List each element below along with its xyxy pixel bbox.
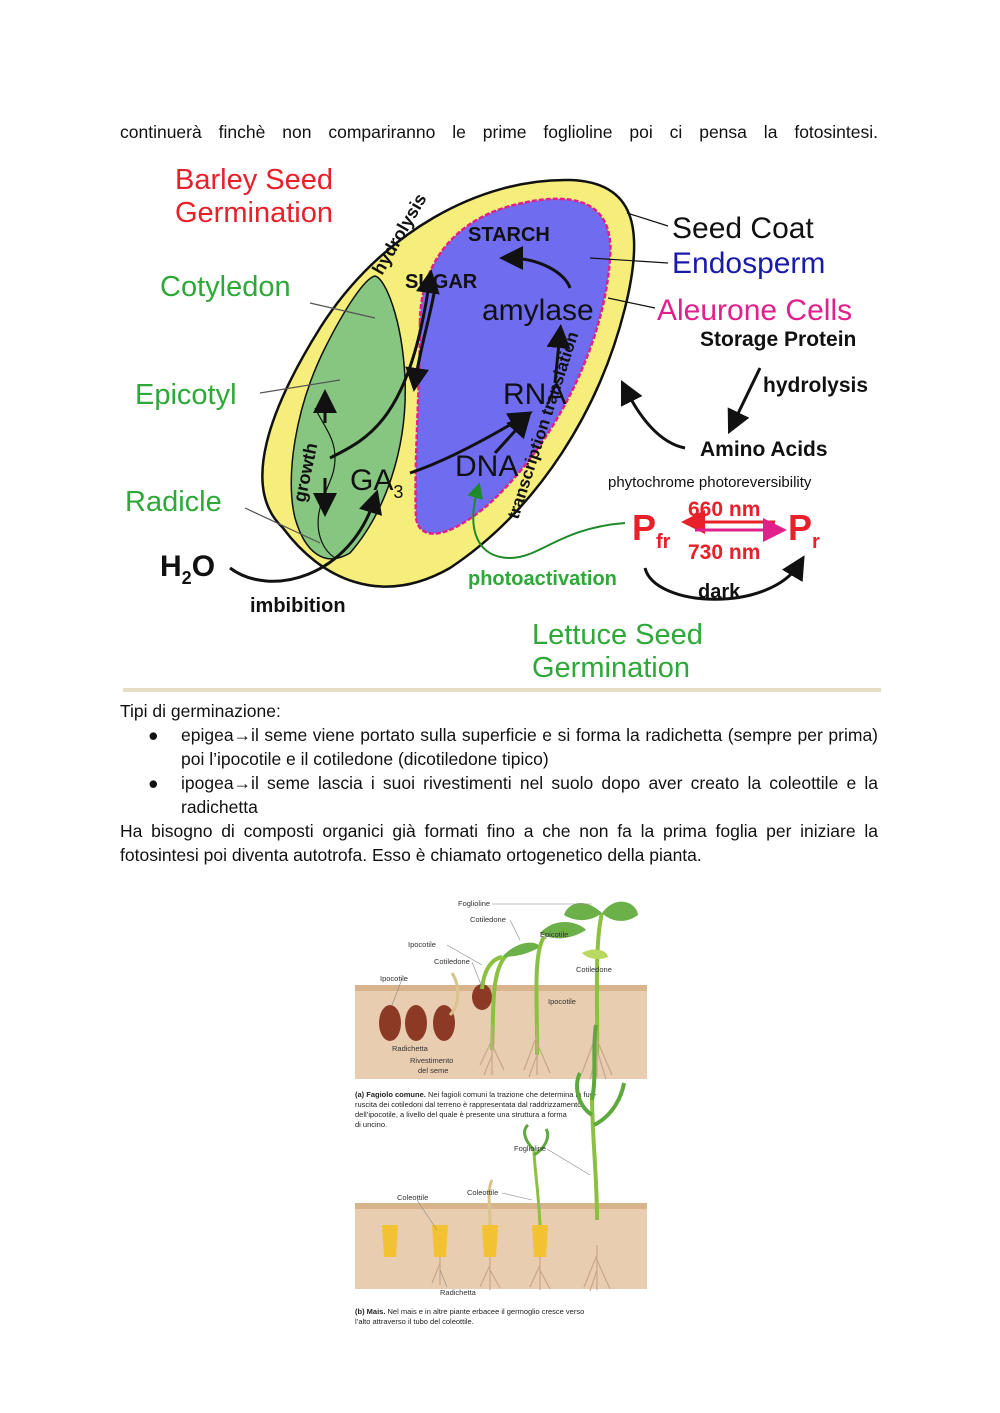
b-label-radichetta: Radichetta xyxy=(440,1288,477,1297)
bean-maize-germination-figure: Foglioline Cotiledone Epicotile Ipocotil… xyxy=(352,885,650,1333)
a-label-cotiledone-right: Cotiledone xyxy=(576,965,612,974)
label-amylase: amylase xyxy=(482,294,594,327)
a-label-radichetta: Radichetta xyxy=(392,1044,429,1053)
b-caption-line2: l’alto attraverso il tubo del coleottile… xyxy=(355,1317,474,1326)
a-label-rivestimento-2: del seme xyxy=(418,1066,448,1075)
label-730nm: 730 nm xyxy=(688,541,760,564)
barley-lettuce-germination-diagram: Barley Seed Germination Cotyledon Epicot… xyxy=(120,158,885,698)
a-caption-line4: di uncino. xyxy=(355,1120,387,1129)
label-seed-coat: Seed Coat xyxy=(672,212,814,245)
germination-types-list: ●epigea→il seme viene portato sulla supe… xyxy=(120,723,878,819)
label-aleurone: Aleurone Cells xyxy=(657,294,852,327)
list-item: ●ipogea→il seme lascia i suoi rivestimen… xyxy=(120,771,878,819)
svg-text:(b) Mais. Nel mais e in altre: (b) Mais. Nel mais e in altre piante erb… xyxy=(355,1307,584,1316)
label-starch: STARCH xyxy=(468,224,550,246)
b-label-foglioline: Foglioline xyxy=(514,1144,546,1153)
a-label-foglioline: Foglioline xyxy=(458,899,490,908)
b-label-coleottile-1: Coleottile xyxy=(397,1193,428,1202)
a-label-ipocotile-right: Ipocotile xyxy=(548,997,576,1006)
a-label-ipocotile-2: Ipocotile xyxy=(380,974,408,983)
label-660nm: 660 nm xyxy=(688,498,760,521)
label-radicle: Radicle xyxy=(125,486,222,518)
label-imbibition: imbibition xyxy=(250,595,346,617)
label-dna: DNA xyxy=(455,450,518,483)
a-label-cotiledone-mid: Cotiledone xyxy=(434,957,470,966)
a-caption-line1: Nei fagioli comuni la trazione che deter… xyxy=(428,1090,597,1099)
a-label-ipocotile-1: Ipocotile xyxy=(408,940,436,949)
label-storage-protein: Storage Protein xyxy=(700,328,856,351)
title-lettuce-line1: Lettuce Seed xyxy=(532,619,703,651)
tipi-heading: Tipi di germinazione: xyxy=(120,699,878,723)
bullet-epigea-text: epigea→il seme viene portato sulla super… xyxy=(181,725,878,769)
a-caption-line3: dell’ipocotile, a livello del quale è pr… xyxy=(355,1110,568,1119)
label-h2o: H2O xyxy=(160,550,215,588)
list-item: ●epigea→il seme viene portato sulla supe… xyxy=(120,723,878,771)
bullet-ipogea-text: ipogea→il seme lascia i suoi rivestiment… xyxy=(181,773,878,817)
a-caption-bold: (a) Fagiolo comune. xyxy=(355,1090,426,1099)
label-pr: Pr xyxy=(788,507,820,553)
a-label-cotiledone-top: Cotiledone xyxy=(470,915,506,924)
label-sugar: SUGAR xyxy=(405,271,478,293)
b-caption-bold: (b) Mais. xyxy=(355,1307,385,1316)
label-amino-acids: Amino Acids xyxy=(700,438,828,461)
svg-text:(a) Fagiolo comune. Nei fagiol: (a) Fagiolo comune. Nei fagioli comuni l… xyxy=(355,1090,597,1099)
a-label-epicotile: Epicotile xyxy=(540,930,568,939)
a-caption-line2: ruscita dei cotiledoni dal terreno è rap… xyxy=(355,1100,581,1109)
label-pfr: Pfr xyxy=(632,507,671,553)
label-cotyledon: Cotyledon xyxy=(160,271,291,303)
title-barley-line2: Germination xyxy=(175,197,333,229)
label-dark: dark xyxy=(698,581,741,603)
label-epicotyl: Epicotyl xyxy=(135,379,237,411)
top-line: continuerà finchè non compariranno le pr… xyxy=(120,120,878,144)
paragraph-line2: fotosintesi poi diventa autotrofa. Esso … xyxy=(120,843,878,867)
label-endosperm: Endosperm xyxy=(672,247,825,280)
b-label-coleottile-2: Coleottile xyxy=(467,1188,498,1197)
label-photoactivation: photoactivation xyxy=(468,568,617,590)
a-label-rivestimento-1: Rivestimento xyxy=(410,1056,453,1065)
b-caption-line1: Nel mais e in altre piante erbacee il ge… xyxy=(388,1307,585,1316)
title-barley-line1: Barley Seed xyxy=(175,164,333,196)
label-hydrolysis-right: hydrolysis xyxy=(763,374,868,397)
paragraph-line1: Ha bisogno di composti organici già form… xyxy=(120,819,878,843)
label-phytochrome: phytochrome photoreversibility xyxy=(608,474,812,491)
title-lettuce-line2: Germination xyxy=(532,652,690,684)
